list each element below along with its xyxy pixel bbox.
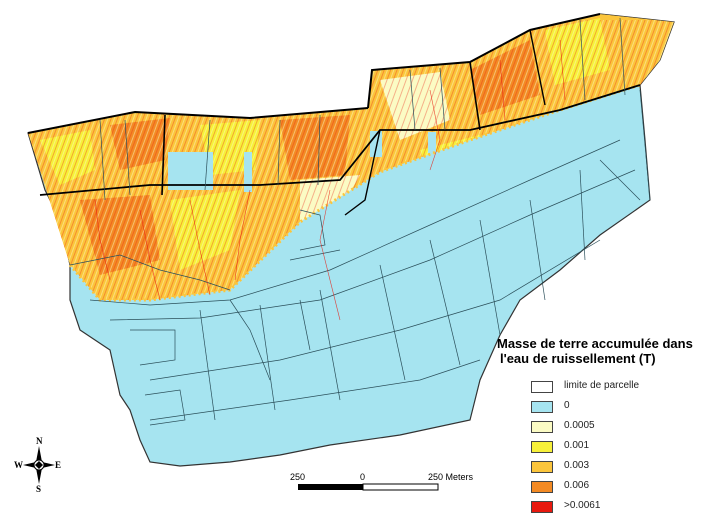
legend-swatch (531, 501, 553, 513)
legend-label: 0.001 (564, 440, 590, 451)
legend-swatch (531, 461, 553, 473)
scale-label-mid: 0 (360, 472, 365, 482)
legend-title: Masse de terre accumulée dans l'eau de r… (497, 336, 718, 366)
compass-w: W (14, 460, 23, 470)
legend-swatch (531, 381, 553, 393)
scale-label-right: 250 Meters (428, 472, 474, 482)
legend-swatch (531, 441, 553, 453)
legend-swatch (531, 481, 553, 493)
legend-label: limite de parcelle (564, 380, 640, 391)
legend-title-line1: Masse de terre accumulée dans (497, 336, 693, 351)
legend-swatch (531, 401, 553, 413)
compass-s: S (36, 484, 41, 494)
legend-label: 0.0005 (564, 420, 595, 431)
erosion-map (27, 13, 675, 467)
legend-swatch (531, 421, 553, 433)
legend-label: 0 (564, 400, 570, 411)
scale-bar: 250 0 250 Meters (290, 472, 474, 491)
scale-label-left: 250 (290, 472, 305, 482)
compass-e: E (55, 460, 61, 470)
parcel-boundaries (27, 13, 651, 426)
legend-label: 0.003 (564, 460, 590, 471)
compass-n: N (36, 436, 43, 446)
north-arrow: N S E W (14, 436, 61, 494)
legend-label: 0.006 (564, 480, 590, 491)
flow-paths (94, 39, 566, 321)
legend-title-line2: l'eau de ruissellement (T) (500, 351, 656, 366)
